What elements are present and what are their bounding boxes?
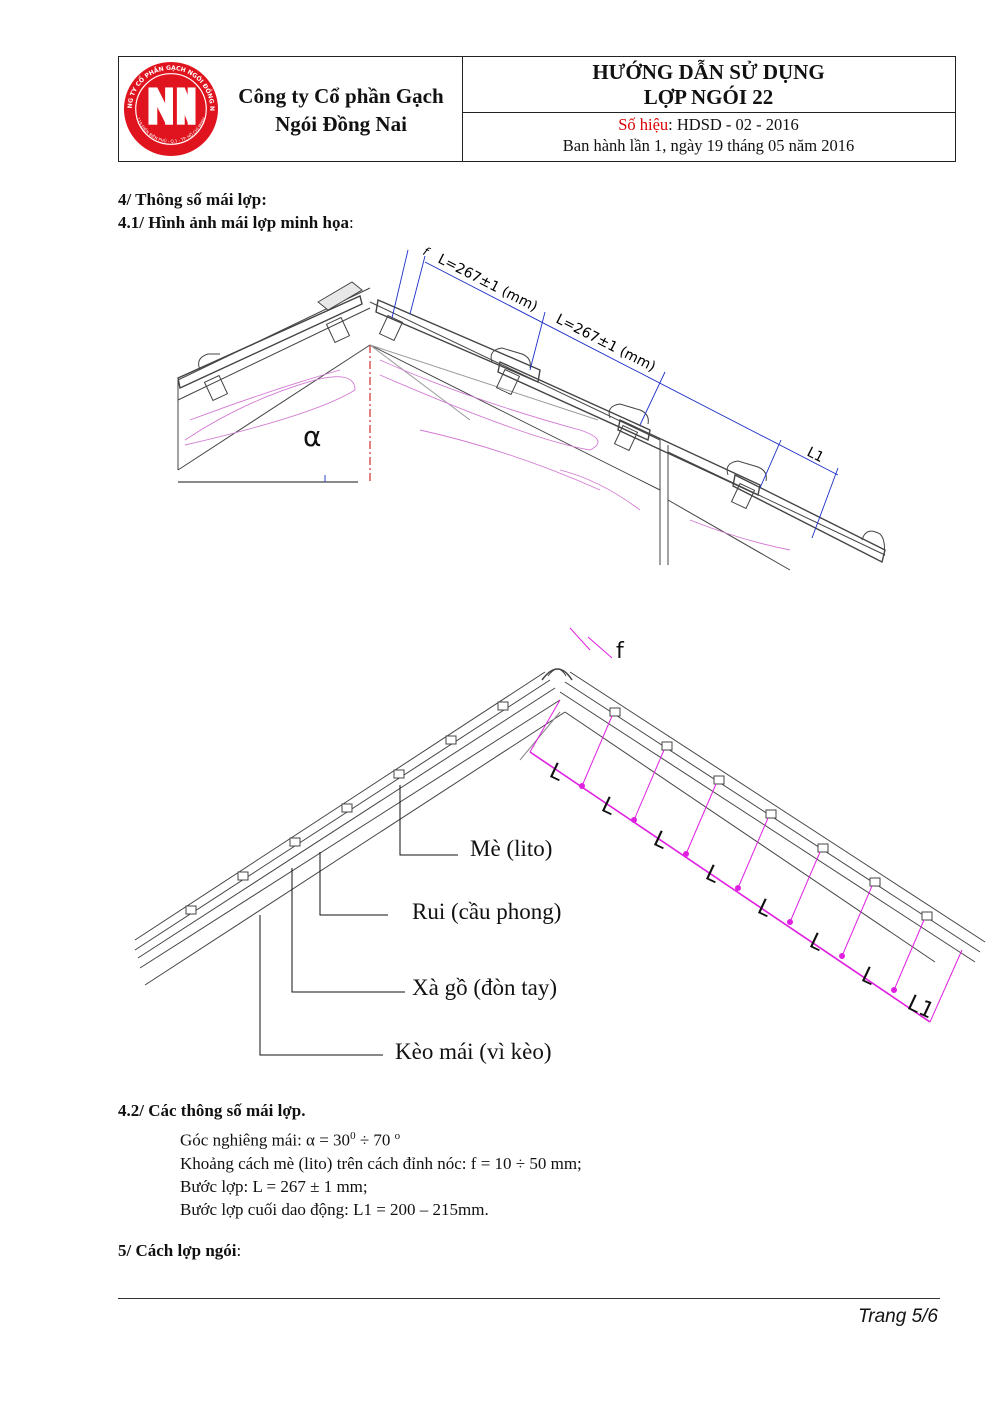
param-slope-angle-text: Góc nghiêng mái: α = 30 xyxy=(180,1130,351,1150)
param-slope-angle-sup2: o xyxy=(394,1130,401,1142)
company-name-line2: Ngói Đồng Nai xyxy=(275,112,407,136)
document-header: CÔNG TY CỔ PHẦN GẠCH NGÓI ĐỒNG NAI 119 Đ… xyxy=(118,56,956,162)
document-info-cell: HƯỚNG DẪN SỬ DỤNG LỢP NGÓI 22 Số hiệu: H… xyxy=(462,57,955,161)
footer-divider xyxy=(118,1298,940,1299)
param-slope-angle-mid: ÷ 70 xyxy=(355,1130,395,1150)
fig2-l-5: L xyxy=(753,895,775,923)
section-4-2-heading: 4.2/ Các thông số mái lợp. xyxy=(118,1101,306,1120)
param-slope-angle: Góc nghiêng mái: α = 300 ÷ 70 o xyxy=(180,1125,582,1152)
section-5-colon: : xyxy=(236,1241,242,1260)
param-last-pitch: Bước lợp cuối dao động: L1 = 200 – 215mm… xyxy=(180,1199,489,1219)
section-4-1-colon: : xyxy=(348,213,354,232)
document-title-line2: LỢP NGÓI 22 xyxy=(643,85,774,109)
document-number-label: Số hiệu xyxy=(618,115,669,134)
fig2-l-1: L xyxy=(545,759,567,787)
document-meta: Số hiệu: HDSD - 02 - 2016 Ban hành lần 1… xyxy=(462,114,955,156)
document-number-value: : HDSD - 02 - 2016 xyxy=(668,115,799,134)
fig2-l-3: L xyxy=(649,827,671,855)
section-4-heading: 4/ Thông số mái lợp: xyxy=(118,190,267,209)
param-pitch: Bước lợp: L = 267 ± 1 mm; xyxy=(180,1176,368,1196)
document-title-line1: HƯỚNG DẪN SỬ DỤNG xyxy=(592,60,825,84)
param-slope-angle-sup1: 0 xyxy=(350,1130,356,1142)
document-title: HƯỚNG DẪN SỬ DỤNG LỢP NGÓI 22 xyxy=(462,60,955,113)
section-5-heading: 5/ Cách lợp ngói: xyxy=(118,1241,241,1261)
section-4-1-title: 4.1/ Hình ảnh mái lợp minh họa xyxy=(118,213,349,232)
company-logo: CÔNG TY CỔ PHẦN GẠCH NGÓI ĐỒNG NAI 119 Đ… xyxy=(122,60,219,157)
fig1-dim-2: L=267±1 (mm) xyxy=(553,311,658,375)
fig2-l-6: L xyxy=(805,929,827,957)
rafter-label: Rui (cầu phong) xyxy=(412,899,561,924)
fig2-l-7: L xyxy=(857,963,879,991)
truss-label: Kèo mái (vì kèo) xyxy=(395,1039,551,1064)
company-cell: CÔNG TY CỔ PHẦN GẠCH NGÓI ĐỒNG NAI 119 Đ… xyxy=(119,57,463,161)
fig2-f-label: f xyxy=(616,639,625,664)
fig2-l1-label: L1 xyxy=(903,991,937,1025)
page-number: Trang 5/6 xyxy=(858,1306,938,1327)
issue-date: Ban hành lần 1, ngày 19 tháng 05 năm 201… xyxy=(562,136,855,155)
roof-parameters: Góc nghiêng mái: α = 300 ÷ 70 o Khoảng c… xyxy=(180,1125,582,1221)
fig1-l1-label: L1 xyxy=(804,444,826,466)
slope-angle-label: α xyxy=(303,420,321,453)
company-name: Công ty Cổ phần Gạch Ngói Đồng Nai xyxy=(223,82,459,138)
fig1-f-label: f xyxy=(421,244,433,259)
batten-label: Mè (lito) xyxy=(470,836,552,861)
section-4-1-heading: 4.1/ Hình ảnh mái lợp minh họa: xyxy=(118,213,354,233)
section-5-title: 5/ Cách lợp ngói xyxy=(118,1241,237,1260)
fig2-l-4: L xyxy=(701,861,723,889)
param-batten-distance: Khoảng cách mè (lito) trên cách đỉnh nóc… xyxy=(180,1153,582,1173)
company-name-line1: Công ty Cổ phần Gạch xyxy=(238,84,444,108)
purlin-label: Xà gồ (đòn tay) xyxy=(412,975,557,1000)
fig2-l-2: L xyxy=(597,793,619,821)
document-number: Số hiệu: HDSD - 02 - 2016 xyxy=(462,114,955,135)
fig1-dim-1: L=267±1 (mm) xyxy=(435,251,540,315)
